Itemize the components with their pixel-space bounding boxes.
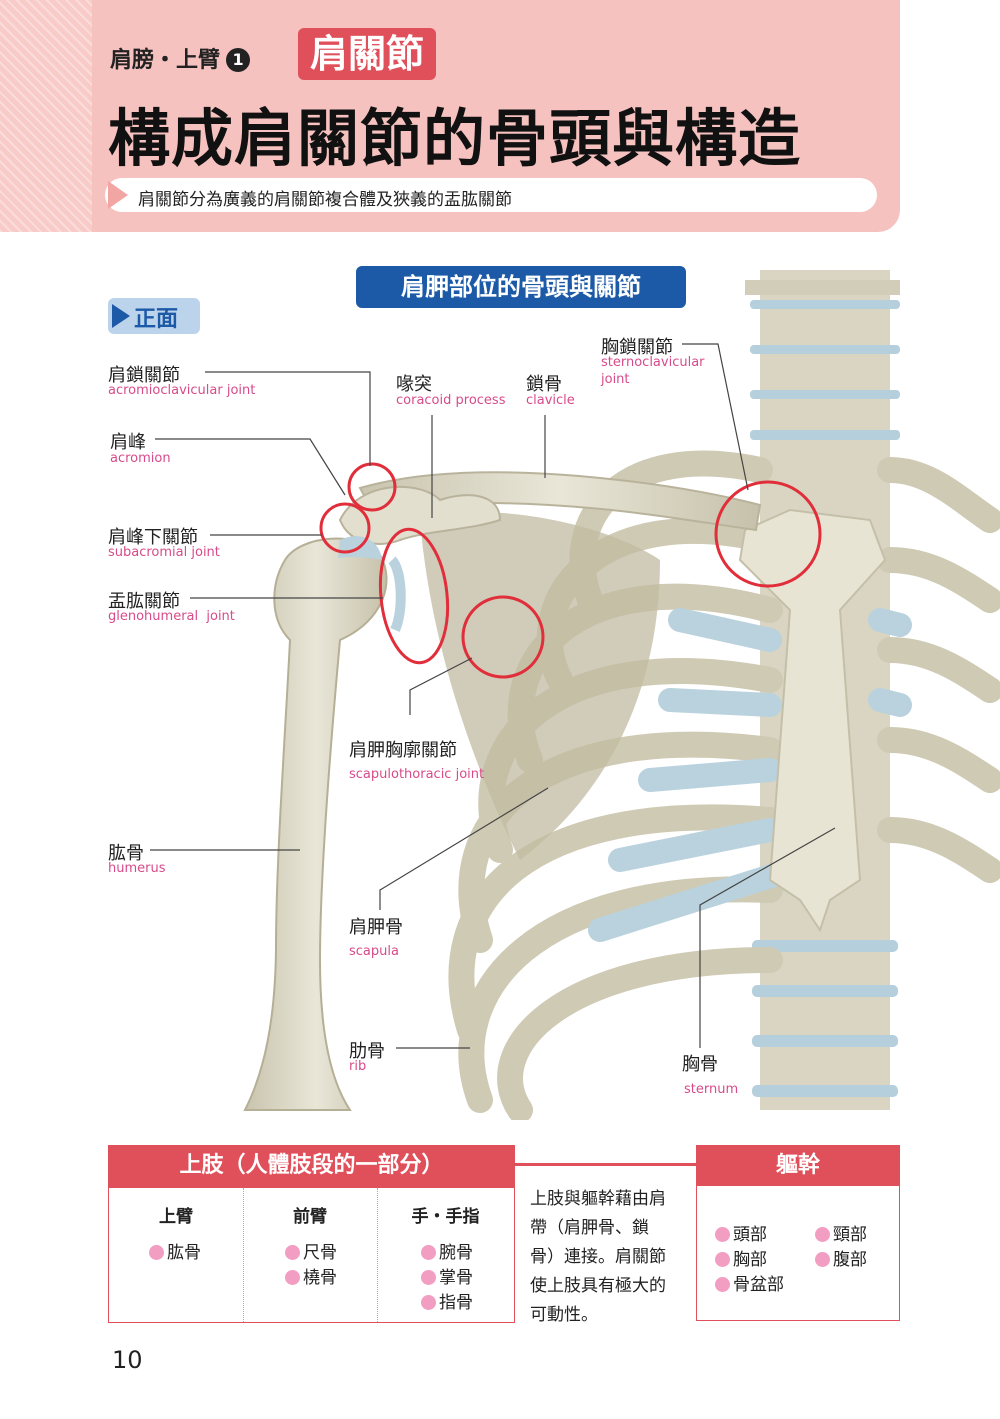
sternum [738,508,887,933]
marker-glenohumeral [378,527,450,665]
bullet-dot-icon [815,1252,830,1267]
label-sternoclavicular-cn: 胸鎖關節 [601,337,673,358]
label-clavicle-en: clavicle [526,393,575,408]
list-item: 掌骨 [421,1263,473,1288]
label-sternum-cn: 胸骨 [682,1054,718,1075]
column-divider-1 [243,1188,244,1322]
label-glenohumeral-en: glenohumeral joint [108,609,235,624]
label-scapulothoracic-cn: 肩胛胸廓關節 [349,740,457,761]
bullet-dot-icon [715,1277,730,1292]
upper-limb-table: 上肢（人體肢段的一部分） 上臂 前臂 手・手指 肱骨 尺骨 橈骨 腕骨 掌骨 指… [108,1145,515,1323]
list-item: 頭部 [715,1220,767,1245]
label-acromion-en: acromion [110,451,171,466]
marker-acromioclavicular [347,462,397,512]
bullet-dot-icon [715,1252,730,1267]
joint-markers [319,462,822,679]
label-rib-en: rib [349,1059,367,1074]
label-scapula-en: scapula [349,944,399,959]
skeleton-illustration [150,270,1000,1120]
cervical-vertebra [745,280,900,295]
column-header-forearm: 前臂 [293,1207,327,1227]
label-acromion-cn: 肩峰 [110,432,146,453]
marker-scapulothoracic [461,595,545,679]
label-subacromial-cn: 肩峰下關節 [108,527,198,548]
label-glenohumeral-cn: 盂肱關節 [108,591,180,612]
label-humerus-cn: 肱骨 [108,843,144,864]
trunk-table: 軀幹 頭部 頸部 胸部 腹部 骨盆部 [696,1145,900,1321]
bullet-dot-icon [421,1245,436,1260]
label-scapula-cn: 肩胛骨 [349,917,403,938]
label-coracoid-cn: 喙突 [396,374,432,395]
label-clavicle-cn: 鎖骨 [526,374,562,395]
list-item: 腕骨 [421,1238,473,1263]
bullet-dot-icon [285,1270,300,1285]
clavicle [358,471,762,532]
scapula [420,512,660,860]
view-label: 正面 [134,307,179,332]
bullet-dot-icon [421,1270,436,1285]
label-acromioclavicular-en: acromioclavicular joint [108,383,256,398]
chapter-number-badge: 1 [226,48,251,72]
bullet-dot-icon [421,1295,436,1310]
topic-tag: 肩關節 [298,28,436,80]
trunk-header: 軀幹 [697,1146,899,1186]
label-coracoid-en: coracoid process [396,393,506,408]
label-sternoclavicular-en1: sternoclavicular [601,355,705,370]
label-humerus-en: humerus [108,861,166,876]
header-stripe-decoration [0,0,92,232]
page-title: 構成肩關節的骨頭與構造 [108,102,802,175]
label-sternum-en: sternum [684,1082,739,1097]
subtitle-text: 肩關節分為廣義的肩關節複合體及狹義的盂肱關節 [138,190,512,210]
list-item: 頸部 [815,1220,867,1245]
bullet-dot-icon [149,1245,164,1260]
glenoid-cartilage [387,556,406,633]
page-number: 10 [112,1346,143,1374]
upper-limb-header: 上肢（人體肢段的一部分） [109,1146,514,1186]
list-item: 指骨 [421,1288,473,1313]
list-item: 胸部 [715,1245,767,1270]
label-rib-cn: 肋骨 [349,1041,385,1062]
view-arrow-icon [112,304,130,328]
marker-sternoclavicular [714,480,822,588]
label-subacromial-en: subacromial joint [108,545,220,560]
label-scapulothoracic-en: scapulothoracic joint [349,767,485,782]
spine [750,270,900,1110]
header-divider [109,1186,514,1188]
label-acromioclavicular-cn: 肩鎖關節 [108,365,180,386]
middle-description: 上肢與軀幹藉由肩 帶（肩胛骨、鎖 骨）連接。肩關節 使上肢具有極大的 可動性。 [530,1189,666,1325]
bullet-dot-icon [285,1245,300,1260]
bullet-dot-icon [815,1227,830,1242]
list-item: 肱骨 [149,1238,201,1263]
list-item: 橈骨 [285,1263,337,1288]
subtitle-arrow-icon [108,181,128,209]
label-sternoclavicular-en2: joint [601,372,630,387]
diagram-title: 肩胛部位的骨頭與關節 [356,266,686,308]
marker-subacromial [319,502,371,554]
bullet-dot-icon [715,1227,730,1242]
list-item: 骨盆部 [715,1270,784,1295]
subtitle-bar [105,178,877,212]
connector-line [513,1163,696,1166]
leader-lines [150,343,836,1049]
list-item: 尺骨 [285,1238,337,1263]
column-header-upper-arm: 上臂 [159,1207,193,1227]
humerus [243,537,388,1111]
column-header-hand: 手・手指 [411,1207,480,1227]
list-item: 腹部 [815,1245,867,1270]
column-divider-2 [377,1188,378,1322]
breadcrumb-text: 肩膀・上臂 [110,48,221,73]
